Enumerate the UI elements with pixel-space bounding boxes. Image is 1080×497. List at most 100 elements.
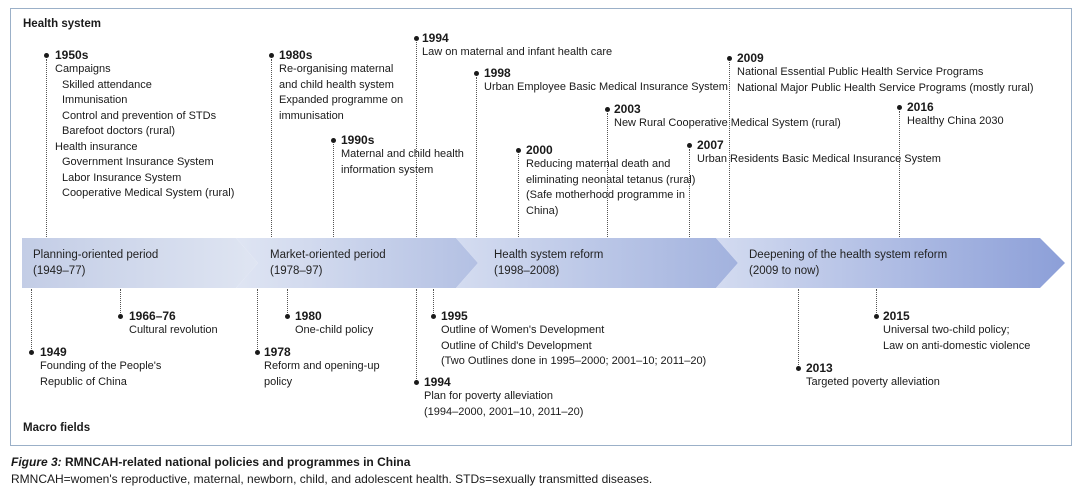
event-2003: 2003 New Rural Cooperative Medical Syste… (614, 102, 841, 132)
marker-1980s (269, 53, 274, 58)
event-line: Urban Employee Basic Medical Insurance S… (484, 81, 728, 93)
phase-3-name: Health system reform (494, 249, 604, 261)
connector-2003 (607, 113, 608, 237)
marker-1950s (44, 53, 49, 58)
event-line: New Rural Cooperative Medical System (ru… (614, 117, 841, 129)
caption-title: RMNCAH-related national policies and pro… (65, 455, 411, 469)
event-1950s: 1950s Campaigns Skilled attendance Immun… (55, 48, 234, 202)
event-1966-76: 1966–76 Cultural revolution (129, 309, 218, 339)
event-line: Founding of the People's (40, 360, 162, 372)
event-1994-bottom: 1994 Plan for poverty alleviation (1994–… (424, 375, 583, 420)
connector-1949 (31, 289, 32, 353)
event-1995: 1995 Outline of Women's Development Outl… (441, 309, 706, 370)
event-2009: 2009 National Essential Public Health Se… (737, 51, 1033, 96)
figure-caption: Figure 3: RMNCAH-related national polici… (11, 454, 652, 488)
marker-2000 (516, 148, 521, 153)
event-year: 1980 (295, 309, 322, 323)
event-year: 1994 (424, 375, 451, 389)
phase-2-years: (1978–97) (270, 265, 323, 277)
event-line: One-child policy (295, 324, 374, 336)
event-line: Barefoot doctors (rural) (62, 125, 176, 137)
marker-2013 (796, 366, 801, 371)
event-year: 2000 (526, 143, 553, 157)
event-line: Expanded programme on (279, 94, 404, 106)
connector-1980 (287, 289, 288, 317)
event-line: Healthy China 2030 (907, 115, 1004, 127)
event-line: Law on anti-domestic violence (883, 339, 1031, 352)
event-line: eliminating neonatal tetanus (rural) (526, 173, 696, 186)
marker-2015 (874, 314, 879, 319)
event-line: Outline of Child's Development (441, 339, 592, 352)
phase-2-name: Market-oriented period (270, 249, 386, 261)
phase-arrow-4 (716, 238, 1065, 288)
connector-1995 (433, 289, 434, 317)
marker-1966-76 (118, 314, 123, 319)
phase-1-name: Planning-oriented period (33, 249, 159, 261)
marker-1994-top (414, 36, 419, 41)
event-line: Re-organising maternal (279, 63, 394, 75)
event-line: Government Insurance System (62, 156, 214, 168)
event-line: Reducing maternal death and (526, 158, 671, 170)
connector-1966-76 (120, 289, 121, 317)
event-line: (Safe motherhood programme in (526, 189, 685, 201)
event-year: 2009 (737, 51, 764, 65)
marker-1949 (29, 350, 34, 355)
event-1994-top: 1994 Law on maternal and infant health c… (422, 31, 612, 61)
connector-1978 (257, 289, 258, 353)
event-year: 1978 (264, 345, 291, 359)
connector-1994-top (416, 42, 417, 237)
event-1980s: 1980s Re-organising maternal and child h… (279, 48, 403, 124)
caption-title-line: Figure 3: RMNCAH-related national polici… (11, 454, 652, 471)
event-line: Immunisation (62, 94, 128, 106)
event-line: Campaigns (55, 63, 111, 75)
event-line: China) (526, 204, 559, 217)
event-1998: 1998 Urban Employee Basic Medical Insura… (484, 66, 728, 96)
event-1949: 1949 Founding of the People's Republic o… (40, 345, 161, 390)
event-line: Universal two-child policy; (883, 324, 1010, 336)
event-line: policy (264, 375, 293, 388)
event-line: Maternal and child health (341, 148, 464, 160)
connector-2000 (518, 154, 519, 237)
event-line: Control and prevention of STDs (62, 109, 217, 122)
connector-1998 (476, 77, 477, 237)
connector-1950s (46, 59, 47, 237)
phase-4: Deepening of the health system reform (2… (749, 247, 947, 279)
marker-1980 (285, 314, 290, 319)
event-year: 1995 (441, 309, 468, 323)
event-line: Labor Insurance System (62, 171, 182, 184)
event-line: (1994–2000, 2001–10, 2011–20) (424, 405, 584, 418)
event-line: (Two Outlines done in 1995–2000; 2001–10… (441, 355, 707, 367)
connector-2009 (729, 62, 730, 237)
event-line: Urban Residents Basic Medical Insurance … (697, 153, 941, 165)
marker-1990s (331, 138, 336, 143)
event-2007: 2007 Urban Residents Basic Medical Insur… (697, 138, 941, 168)
marker-2007 (687, 143, 692, 148)
event-line: National Major Public Health Service Pro… (737, 81, 1034, 94)
phase-3-years: (1998–2008) (494, 265, 560, 277)
marker-2016 (897, 105, 902, 110)
event-year: 1980s (279, 48, 313, 62)
marker-2003 (605, 107, 610, 112)
event-year: 1949 (40, 345, 67, 359)
phase-4-name: Deepening of the health system reform (749, 249, 948, 261)
phase-3: Health system reform (1998–2008) (494, 247, 603, 279)
event-line: Republic of China (40, 375, 127, 388)
event-line: information system (341, 163, 434, 176)
connector-1990s (333, 144, 334, 237)
marker-1994-bottom (414, 380, 419, 385)
event-1990s: 1990s Maternal and child health informat… (341, 133, 464, 178)
event-1978: 1978 Reform and opening-up policy (264, 345, 380, 390)
connector-2007 (689, 149, 690, 237)
event-1980: 1980 One-child policy (295, 309, 373, 339)
phase-arrow-1 (22, 238, 258, 288)
health-system-header: Health system (23, 18, 101, 30)
phase-4-years: (2009 to now) (749, 265, 820, 277)
phase-arrow-3 (456, 238, 738, 288)
connector-2015 (876, 289, 877, 317)
caption-note: RMNCAH=women's reproductive, maternal, n… (11, 472, 653, 486)
event-year: 2007 (697, 138, 724, 152)
event-line: Targeted poverty alleviation (806, 376, 940, 388)
phase-1-years: (1949–77) (33, 265, 86, 277)
event-year: 2016 (907, 100, 934, 114)
